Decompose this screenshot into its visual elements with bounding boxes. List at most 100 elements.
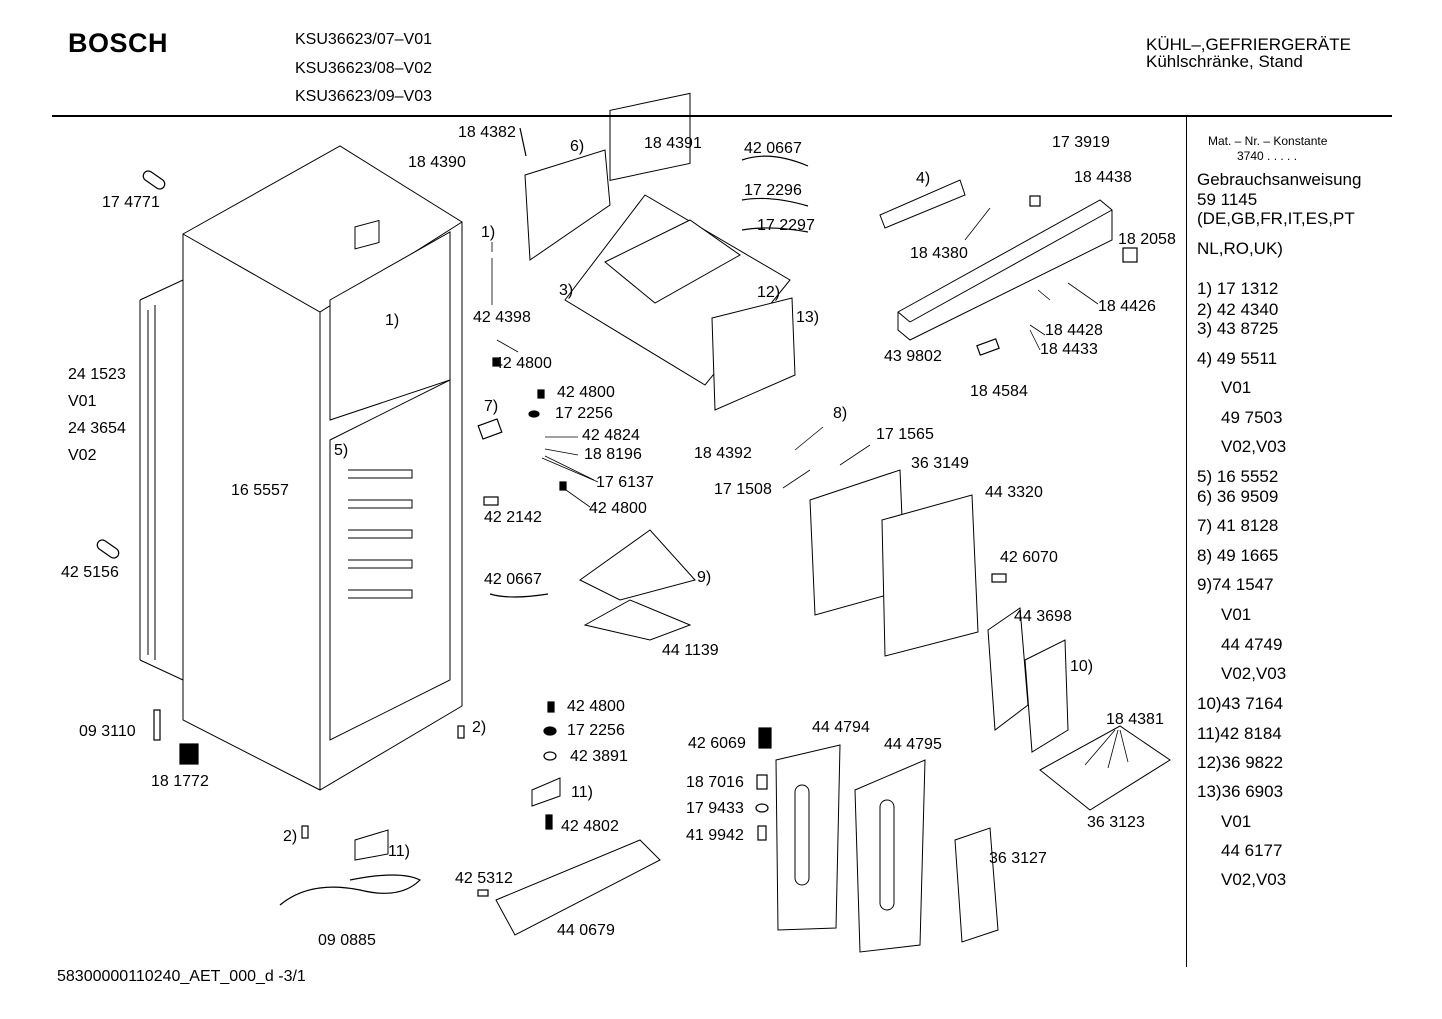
part-label: 42 0667 [484, 571, 542, 588]
part-label: 44 3320 [985, 484, 1043, 501]
header-divider [52, 115, 1392, 117]
part-label: 18 2058 [1118, 231, 1176, 248]
part-label: 44 3698 [1014, 608, 1072, 625]
part-label: 09 3110 [79, 723, 136, 740]
cables [279, 127, 809, 906]
legend-item: 12)36 9822 [1197, 753, 1284, 772]
part-label: 42 2142 [484, 509, 542, 526]
part-label: 44 1139 [662, 642, 719, 659]
part-label: 17 1565 [876, 426, 934, 443]
mat-nr-value: 3740 . . . . . [1237, 149, 1298, 163]
legend-item: 44 4749 [1221, 635, 1283, 654]
legend-item: 13)36 6903 [1197, 782, 1284, 801]
legend-item: 1) 17 1312 [1197, 279, 1279, 298]
legend-item: V01 [1221, 378, 1252, 397]
part-label: 42 4800 [589, 500, 647, 517]
part-label: 42 0667 [744, 140, 802, 157]
model-number-3: KSU36623/09–V03 [295, 88, 432, 105]
part-label: 2) [472, 719, 487, 736]
part-label: 10) [1070, 658, 1094, 675]
door-panels [354, 469, 1171, 953]
part-label: 18 4428 [1045, 322, 1103, 339]
legend-item: 2) 42 4340 [1197, 300, 1279, 319]
part-label: 18 4426 [1098, 298, 1156, 315]
part-label: 11) [388, 843, 410, 860]
part-label: 18 4392 [694, 445, 752, 462]
part-label: 18 7016 [686, 774, 744, 791]
part-label: 41 9942 [686, 827, 744, 844]
part-label: 17 6137 [596, 474, 654, 491]
part-label: 42 3891 [570, 748, 628, 765]
part-label: 18 1772 [151, 773, 209, 790]
part-label: 17 9433 [686, 800, 744, 817]
sidebar-divider [1186, 117, 1187, 967]
part-label: 44 4794 [812, 719, 870, 736]
part-label: 36 3127 [989, 850, 1047, 867]
part-label: 42 6069 [688, 735, 746, 752]
part-label: 18 4438 [1074, 169, 1132, 186]
leader-lines [491, 207, 1129, 769]
part-label: 1) [385, 312, 400, 329]
part-label: 17 3919 [1052, 134, 1110, 151]
part-label: 09 0885 [318, 932, 376, 949]
document-footer: 58300000110240_AET_000_d -3/1 [57, 968, 306, 985]
part-label: V01 [68, 393, 97, 410]
legend-item: 4) 49 5511 [1197, 349, 1278, 368]
part-label: V02 [68, 447, 97, 464]
part-label: 42 4800 [557, 384, 615, 401]
part-label: 8) [833, 405, 848, 422]
model-number-2: KSU36623/08–V02 [295, 60, 432, 77]
part-label: 44 0679 [557, 922, 615, 939]
part-label: 13) [796, 309, 820, 326]
part-label: 16 5557 [231, 482, 289, 499]
legend-item: V01 [1221, 605, 1252, 624]
part-label: 42 4800 [567, 698, 625, 715]
control-panel [879, 179, 1113, 341]
category-subtitle: Kühlschränke, Stand [1146, 52, 1303, 71]
part-label: 36 3149 [911, 455, 969, 472]
part-label: 17 2256 [555, 405, 613, 422]
manual-languages: NL,RO,UK) [1197, 239, 1283, 258]
part-label: 18 4382 [458, 124, 516, 141]
legend-item: 11)42 8184 [1197, 724, 1282, 743]
part-label: 17 4771 [102, 194, 160, 211]
legend-item: 8) 49 1665 [1197, 546, 1279, 565]
fridge-cabinet [139, 145, 463, 791]
legend-item: V02,V03 [1221, 870, 1287, 889]
manual-number: 59 1145 [1197, 190, 1258, 209]
manual-label: Gebrauchsanweisung [1197, 170, 1362, 189]
part-label: 5) [334, 442, 349, 459]
part-label: 42 6070 [1000, 549, 1058, 566]
legend-item: 9)74 1547 [1197, 575, 1274, 594]
part-label: 18 4381 [1106, 711, 1164, 728]
part-label: 7) [484, 398, 499, 415]
part-label: 18 4584 [970, 383, 1028, 400]
part-label: 17 2256 [567, 722, 625, 739]
small-parts [96, 170, 1138, 897]
part-label: 17 1508 [714, 481, 772, 498]
part-label: 18 4380 [910, 245, 968, 262]
category-title: KÜHL–,GEFRIERGERÄTE [1146, 35, 1351, 54]
part-label: 24 1523 [68, 366, 126, 383]
part-label: 11) [571, 784, 593, 801]
part-label: 42 5156 [61, 564, 119, 581]
legend-item: 7) 41 8128 [1197, 516, 1279, 535]
legend-item: 6) 36 9509 [1197, 487, 1279, 506]
legend-item: 10)43 7164 [1197, 694, 1284, 713]
part-label: 42 4824 [582, 427, 640, 444]
legend-item: V02,V03 [1221, 437, 1287, 456]
part-label: 18 4390 [408, 154, 466, 171]
part-label: 2) [283, 828, 298, 845]
part-label: 3) [559, 282, 574, 299]
part-label: 1) [481, 224, 496, 241]
part-label: 42 4398 [473, 309, 531, 326]
part-label: 42 5312 [455, 870, 513, 887]
part-label: 24 3654 [68, 420, 126, 437]
legend-item: V01 [1221, 812, 1252, 831]
part-label: 6) [570, 138, 585, 155]
model-number-1: KSU36623/07–V01 [295, 31, 432, 48]
part-label: 12) [757, 284, 781, 301]
part-label: 4) [916, 170, 931, 187]
brand-logo: BOSCH [68, 28, 169, 58]
